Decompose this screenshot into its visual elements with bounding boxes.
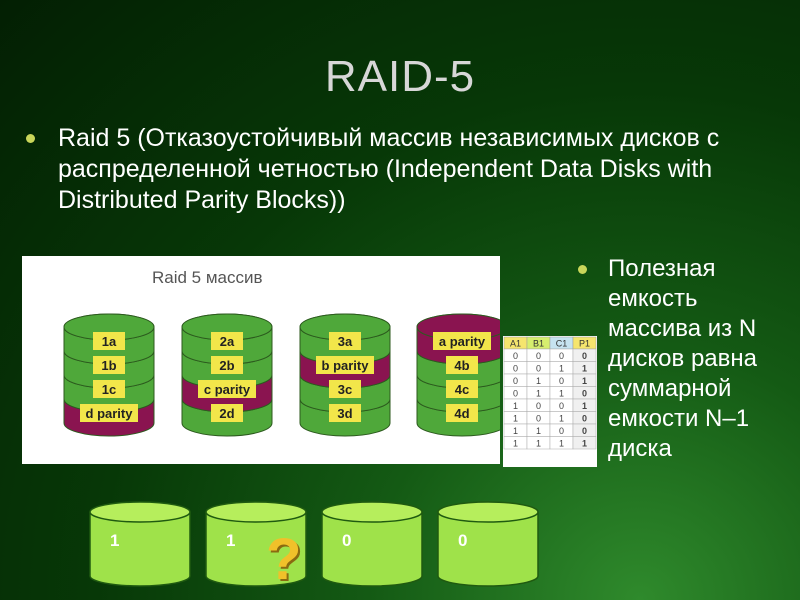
table-cell: 1 <box>559 364 564 374</box>
block-label-box <box>316 356 374 374</box>
table-cell: 0 <box>582 389 587 399</box>
table-cell: 0 <box>536 401 541 411</box>
table-cell: 0 <box>513 376 518 386</box>
block-label-box <box>329 404 361 422</box>
bullet-capacity: Полезная емкость массива из N дисков рав… <box>578 254 788 464</box>
bullet-dot <box>26 134 35 143</box>
table-cell: 1 <box>536 426 541 436</box>
block-label-box <box>198 380 256 398</box>
question-mark-icon: ? <box>266 527 302 592</box>
block-label: 2d <box>219 406 234 421</box>
block-label-box <box>211 404 243 422</box>
block-label-box <box>446 380 478 398</box>
block-label: 1a <box>102 334 117 349</box>
block-label: 2b <box>219 358 234 373</box>
bottom-disk-4: 0 <box>437 501 539 587</box>
table-cell: 0 <box>536 351 541 361</box>
block-label: 3d <box>337 406 352 421</box>
block-label-box <box>93 356 125 374</box>
block-label-box <box>211 356 243 374</box>
block-label: 4d <box>454 406 469 421</box>
table-cell: 0 <box>582 414 587 424</box>
bottom-disk-1: 1 <box>89 501 191 587</box>
disk-3: 3a b parity 3c 3d <box>299 313 391 437</box>
block-label-box <box>80 404 138 422</box>
bottom-disk-value: 1 <box>110 531 119 550</box>
disk-2: 2a 2b c parity 2d <box>181 313 273 437</box>
bullet-raid5-definition: Raid 5 (Отказоустойчивый массив независи… <box>26 123 793 216</box>
block-label: 4b <box>454 358 469 373</box>
block-label: b parity <box>322 358 370 373</box>
table-cell: 1 <box>582 364 587 374</box>
table-cell: 0 <box>559 376 564 386</box>
bottom-disk-value: 0 <box>342 531 351 550</box>
table-header: C1 <box>556 339 568 349</box>
table-cell: 0 <box>582 426 587 436</box>
table-cell: 1 <box>513 439 518 449</box>
block-label: a parity <box>439 334 486 349</box>
table-cell: 1 <box>513 401 518 411</box>
table-cell: 0 <box>559 426 564 436</box>
table-cell: 1 <box>536 439 541 449</box>
table-cell: 1 <box>582 439 587 449</box>
table-header: P1 <box>579 339 590 349</box>
bullet-dot <box>578 265 587 274</box>
bullet-side-text: Полезная емкость массива из N дисков рав… <box>608 255 757 462</box>
disk-1: 1a 1b 1c d parity <box>63 313 155 437</box>
table-cell: 1 <box>513 414 518 424</box>
table-cell: 0 <box>536 414 541 424</box>
block-label: 2a <box>220 334 235 349</box>
block-label-box <box>433 332 491 350</box>
table-cell: 0 <box>582 351 587 361</box>
block-label: 3c <box>338 382 352 397</box>
block-label: 1c <box>102 382 116 397</box>
bottom-disk-3: 0 <box>321 501 423 587</box>
table-cell: 1 <box>559 389 564 399</box>
block-label: 1b <box>101 358 116 373</box>
block-label: 3a <box>338 334 353 349</box>
block-label-box <box>93 380 125 398</box>
disk-4: a parity 4b 4c 4d <box>416 313 500 437</box>
block-label: 4c <box>455 382 469 397</box>
bottom-disk-value: 1 <box>226 531 235 550</box>
raid5-diagram: Raid 5 массив 1a 1b 1c d parity 2a 2b c parity… <box>22 256 500 464</box>
table-cell: 1 <box>536 376 541 386</box>
block-label-box <box>93 332 125 350</box>
block-label-box <box>329 332 361 350</box>
table-cell: 0 <box>536 364 541 374</box>
bottom-disk-2: 1 <box>205 501 307 587</box>
block-label: d parity <box>86 406 134 421</box>
table-cell: 1 <box>582 376 587 386</box>
diagram-title: Raid 5 массив <box>152 268 263 287</box>
bottom-disk-value: 0 <box>458 531 467 550</box>
table-cell: 0 <box>559 351 564 361</box>
block-label-box <box>211 332 243 350</box>
table-cell: 1 <box>559 439 564 449</box>
table-header: B1 <box>533 339 544 349</box>
block-label-box <box>446 404 478 422</box>
bullet-main-text: Raid 5 (Отказоустойчивый массив независи… <box>58 124 720 214</box>
table-header: A1 <box>510 339 521 349</box>
bottom-disk-row: 1 1 0 0 <box>89 501 539 587</box>
table-cell: 1 <box>513 426 518 436</box>
disk-stacks: 1a 1b 1c d parity 2a 2b c parity 2d 3a b parity 3c… <box>63 313 500 437</box>
table-cell: 1 <box>536 389 541 399</box>
block-label-box <box>446 356 478 374</box>
table-cell: 0 <box>559 401 564 411</box>
block-label: c parity <box>204 382 251 397</box>
table-cell: 0 <box>513 389 518 399</box>
table-cell: 0 <box>513 351 518 361</box>
table-cell: 1 <box>582 401 587 411</box>
block-label-box <box>329 380 361 398</box>
parity-table: A1 B1 C1 P1 0 0 0 0 0 0 1 1 0 1 0 1 0 1 1 0 1 0 0 1 1 0 1 0 1 1 0 0 1 1 1 1 <box>503 336 597 467</box>
table-cell: 1 <box>559 414 564 424</box>
table-cell: 0 <box>513 364 518 374</box>
slide-title: RAID-5 <box>324 52 476 101</box>
